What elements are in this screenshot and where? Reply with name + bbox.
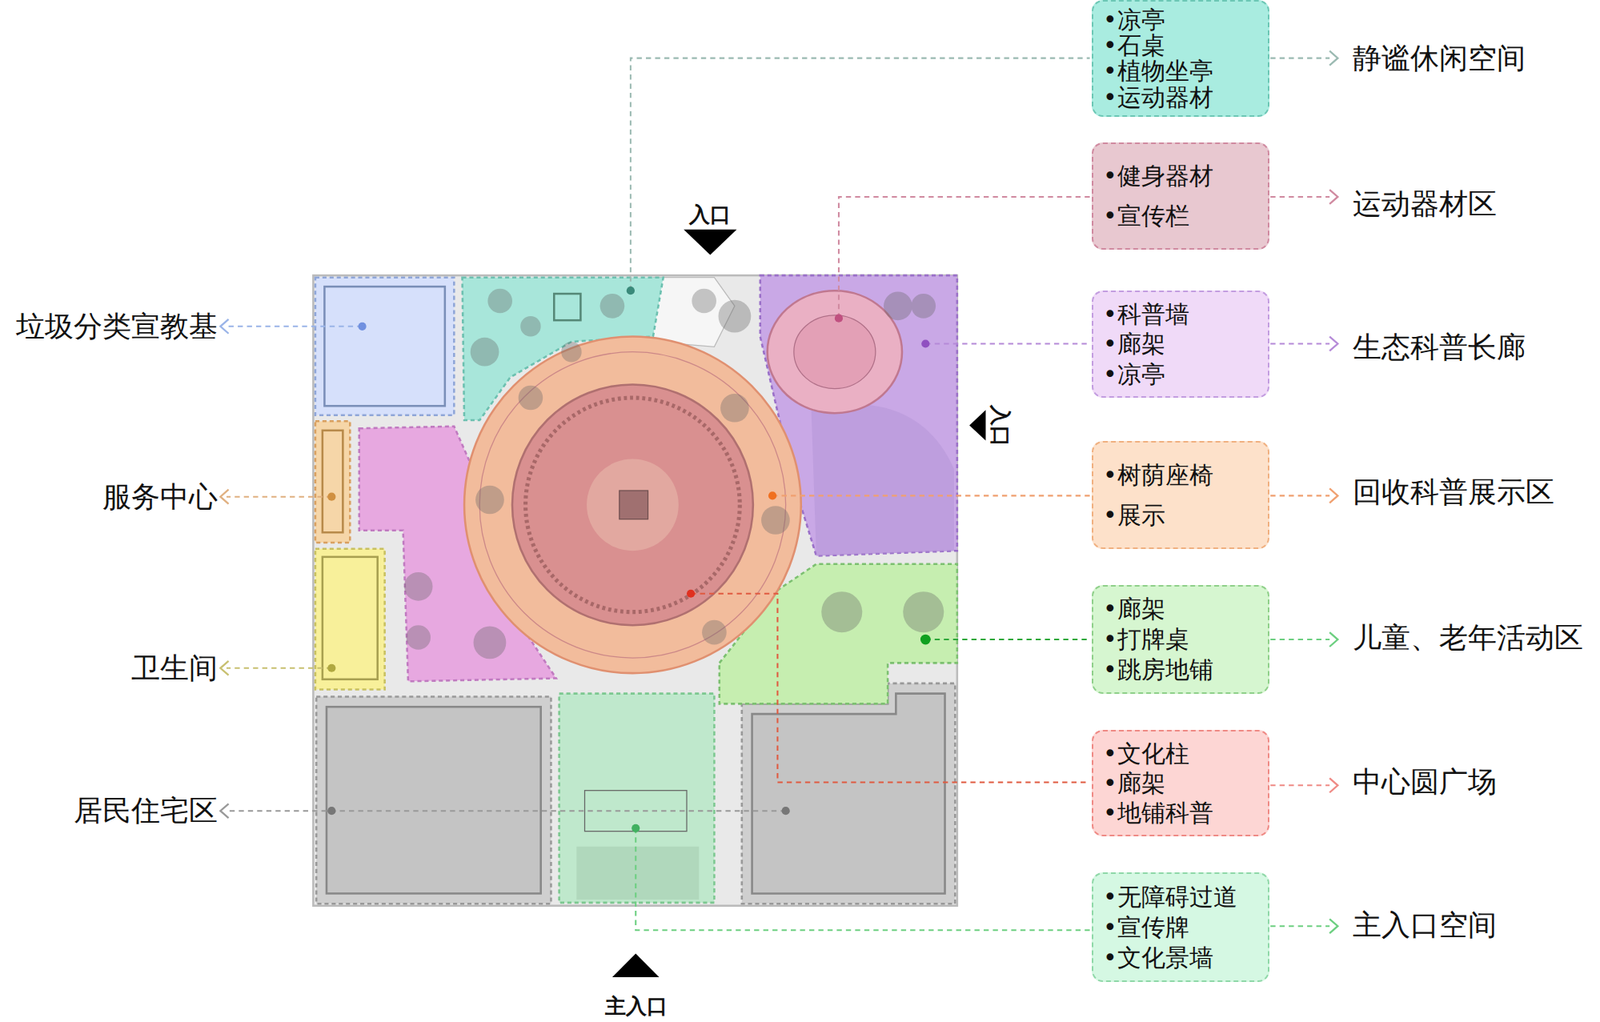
feature-item: •跳房地铺 [1102,657,1259,683]
feature-item: •植物坐亭 [1102,58,1259,85]
callout-box: •树荫座椅 •展示 [1091,441,1270,550]
zone-label: 居民住宅区 [73,794,218,827]
feature-item: •文化柱 [1102,741,1259,767]
feature-item: •廊架 [1102,596,1259,622]
zone-label: 回收科普展示区 [1352,476,1555,509]
feature-item: •运动器材 [1102,84,1259,111]
zone-label: 中心圆广场 [1352,765,1497,798]
feature-item: •地铺科普 [1102,800,1259,827]
entrance-label: 入口 [689,203,731,227]
zone-label: 服务中心 [102,481,218,514]
zone-label: 静谧休闲空间 [1352,42,1526,75]
callout-box: •凉亭•石桌•植物坐亭•运动器材 [1091,0,1270,117]
feature-item: •廊架 [1102,770,1259,797]
zone-label: 主入口空间 [1352,909,1497,942]
callout-box: •文化柱 •廊架 •地铺科普 [1091,729,1270,837]
feature-item: •科普墙 [1102,301,1259,328]
callout-box: •廊架 •打牌桌 •跳房地铺 [1091,585,1270,694]
callout-box: •科普墙 •廊架 •凉亭 [1091,290,1270,398]
feature-item: •凉亭 [1102,7,1259,33]
zone-label: 卫生间 [131,652,218,685]
feature-item: •凉亭 [1102,361,1259,388]
feature-item: •廊架 [1102,331,1259,357]
feature-item: •无障碍过道 [1102,884,1259,911]
zone-label: 儿童、老年活动区 [1352,621,1584,654]
callout-box: •健身器材 •宣传栏 [1091,142,1270,250]
feature-item: •树荫座椅 [1102,462,1259,489]
feature-item: •文化景墙 [1102,945,1259,971]
feature-item: •石桌 [1102,32,1259,59]
entrance-label: 主入口 [605,994,668,1019]
callout-box: •无障碍过道 •宣传牌 •文化景墙 [1091,872,1270,983]
zone-label: 生态科普长廊 [1352,331,1526,364]
zone-label: 垃圾分类宣教基 [16,310,218,343]
entrance-label: 入口 [989,405,1013,447]
feature-item: •健身器材 [1102,163,1259,189]
zone-label: 运动器材区 [1352,188,1497,221]
feature-item: •展示 [1102,502,1259,529]
feature-item: •宣传牌 [1102,914,1259,941]
feature-item: •打牌桌 [1102,626,1259,653]
feature-item: •宣传栏 [1102,203,1259,229]
